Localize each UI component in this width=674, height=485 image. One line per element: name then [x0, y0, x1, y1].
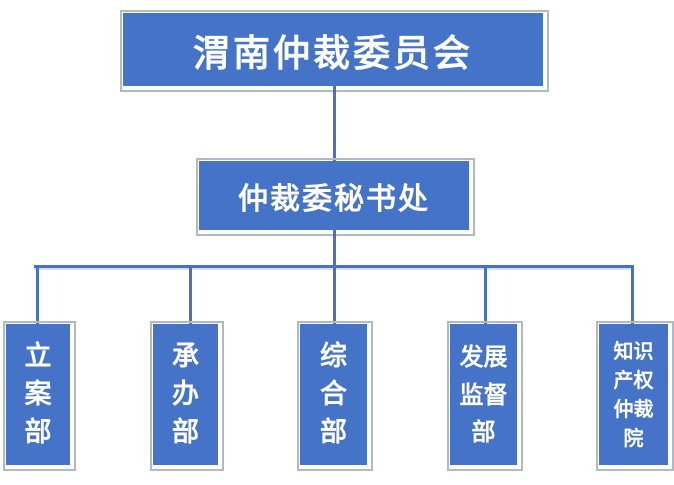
dept-label-line: 部: [320, 417, 347, 448]
dept-label-line: 部: [471, 416, 496, 446]
connector-drop-case-filing: [36, 267, 39, 324]
node-weinan-arbitration-commission: 渭南仲裁委员会: [120, 10, 549, 92]
connector-root-to-secretariat: [333, 86, 336, 161]
dept-label-line: 部: [24, 417, 52, 448]
dept-label-line: 综: [320, 341, 347, 372]
dept-label-line: 产权: [613, 368, 654, 392]
node-secretariat: 仲裁委秘书处: [196, 158, 475, 236]
dept-label-line: 院: [623, 426, 644, 450]
connector-drop-development-supervision: [484, 267, 487, 324]
dept-label-line: 立: [24, 341, 52, 372]
dept-label-line: 办: [172, 379, 199, 410]
dept-label-line: 部: [172, 417, 199, 448]
node-dept-general: 综 合 部: [297, 321, 373, 471]
dept-label-line: 监督: [459, 379, 508, 409]
connector-drop-general: [333, 267, 336, 324]
node-ip-arbitration-court: 知识 产权 仲裁 院: [596, 321, 674, 471]
connector-drop-undertaking: [189, 267, 192, 324]
node-secretariat-label: 仲裁委秘书处: [238, 181, 430, 217]
dept-label-line: 知识: [613, 339, 654, 363]
dept-label-line: 承: [172, 341, 199, 372]
dept-label-line: 案: [24, 379, 52, 410]
connector-secretariat-to-bus: [333, 230, 336, 265]
dept-label-line: 发展: [459, 342, 508, 372]
node-weinan-arbitration-commission-label: 渭南仲裁委员会: [193, 30, 473, 75]
dept-label-line: 仲裁: [613, 397, 654, 421]
dept-label-line: 合: [320, 379, 347, 410]
node-dept-development-supervision: 发展 监督 部: [447, 321, 523, 471]
node-dept-undertaking: 承 办 部: [150, 321, 224, 471]
connector-drop-ip-arbitration-court: [631, 267, 634, 324]
node-dept-case-filing: 立 案 部: [3, 321, 76, 471]
connector-bus: [34, 265, 634, 268]
